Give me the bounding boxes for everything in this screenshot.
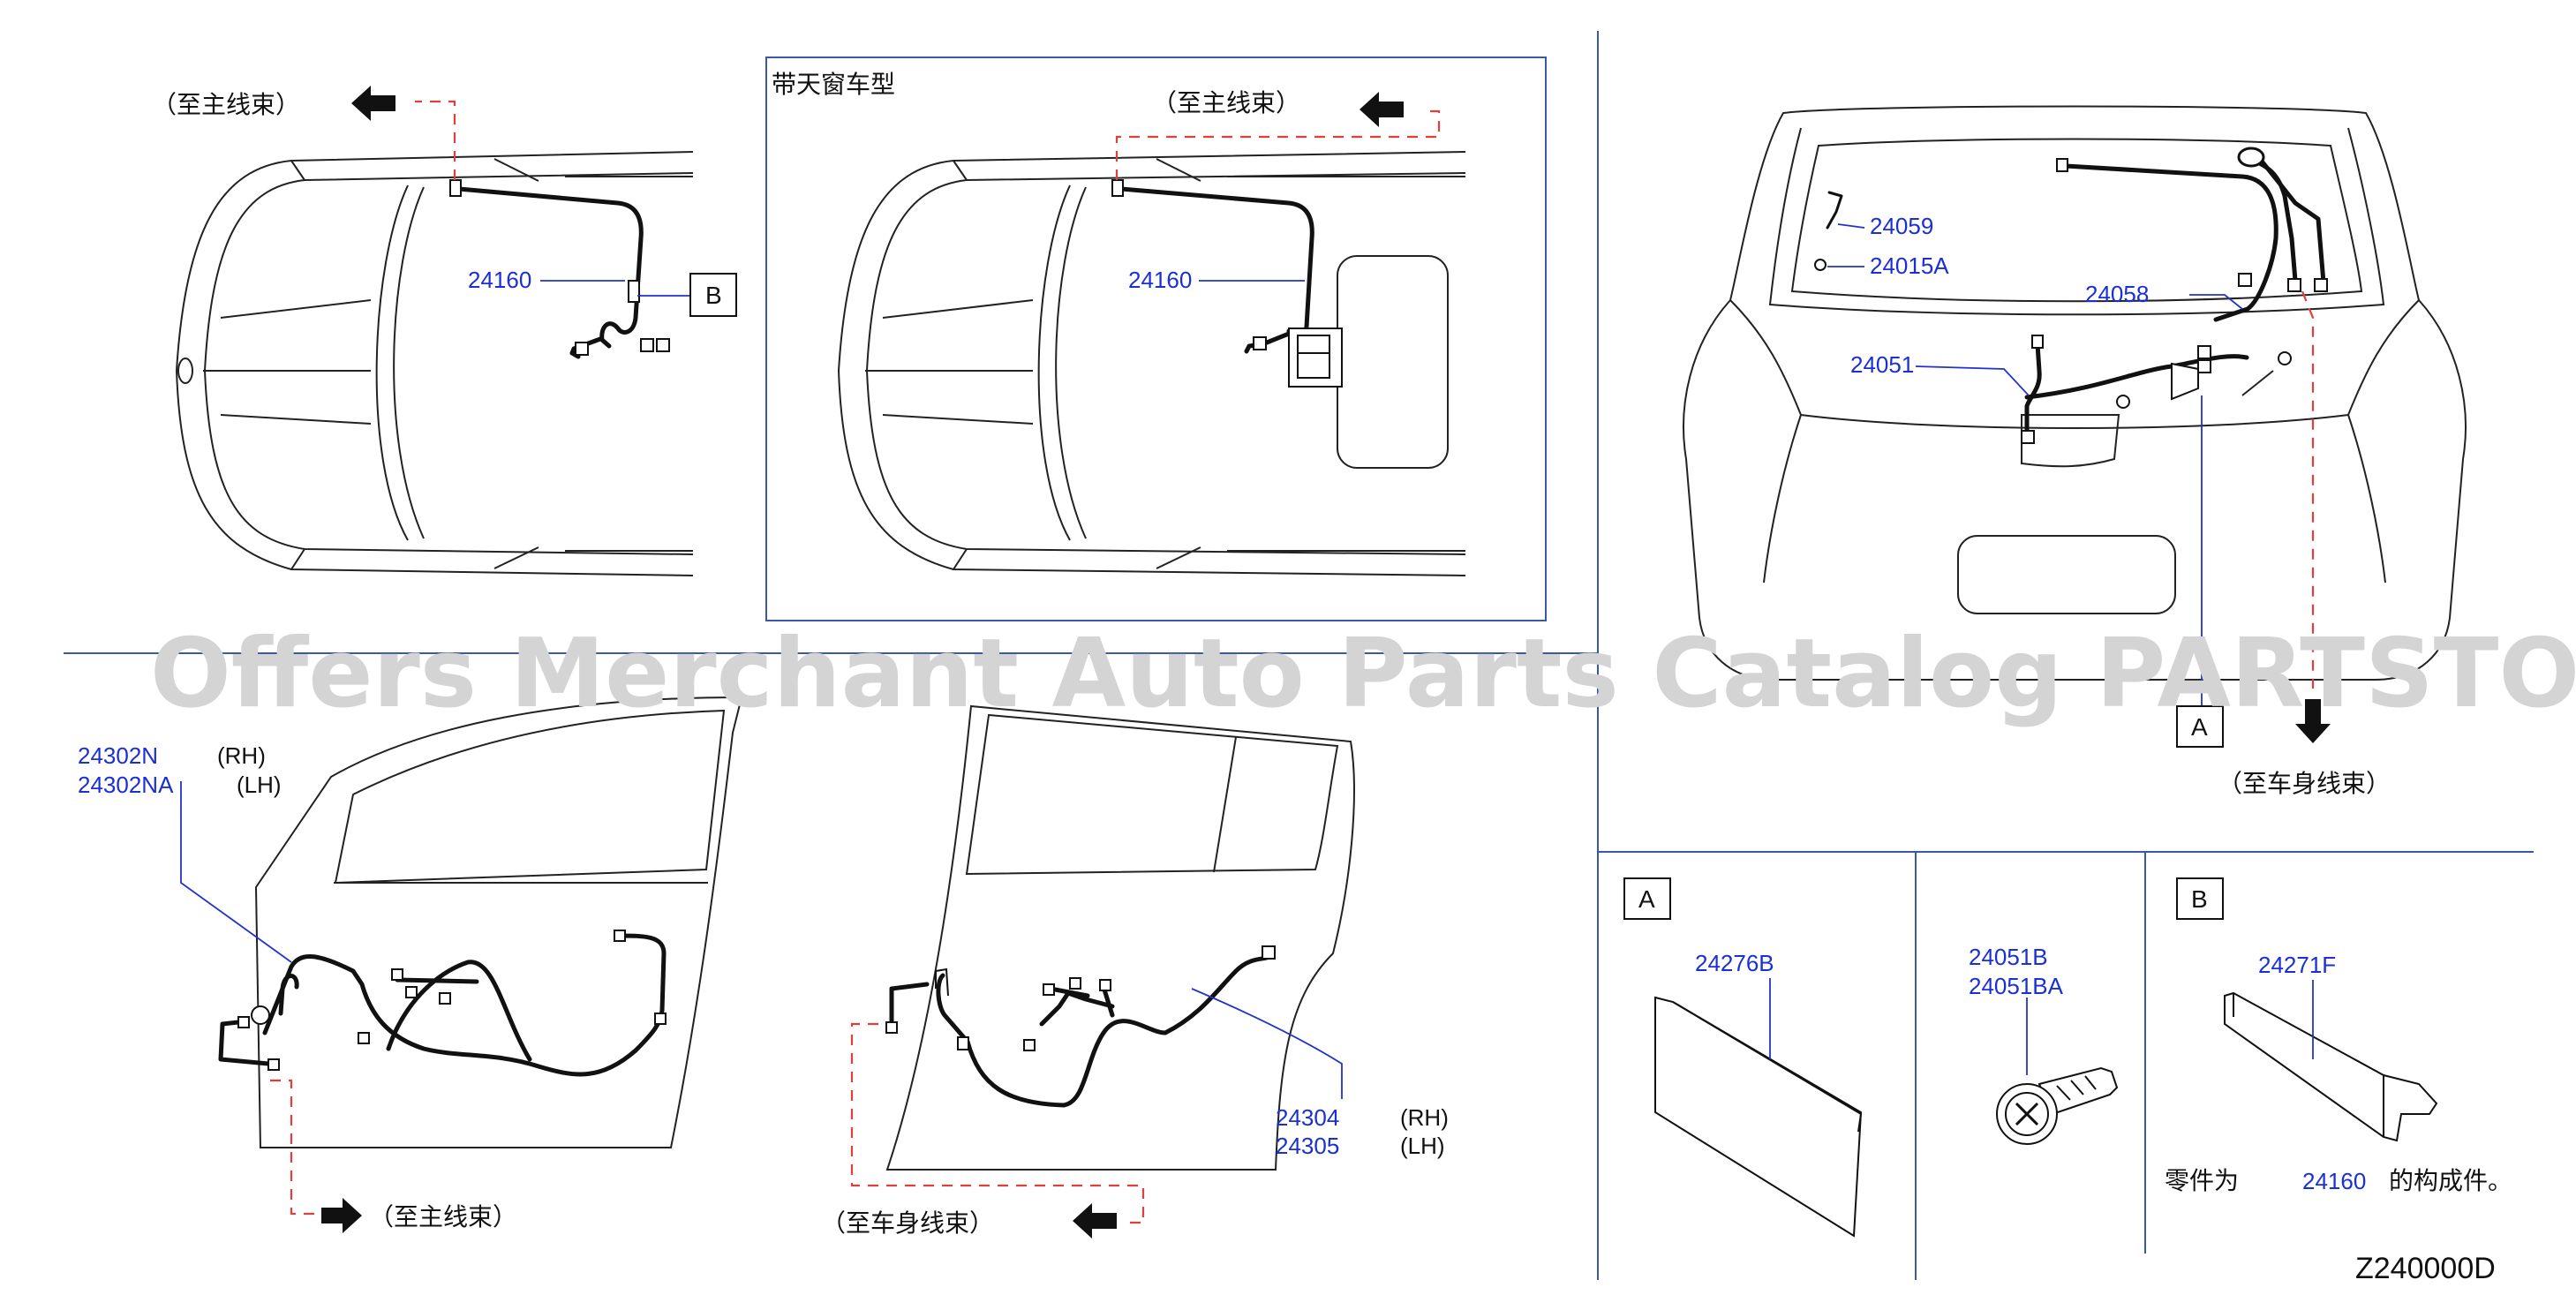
to-main-harness-label-door: （至主线束） xyxy=(369,1202,517,1231)
right-arrow-icon xyxy=(321,1198,362,1233)
section-dividers xyxy=(64,31,2534,1280)
side-lh-label: (LH) xyxy=(237,772,282,798)
panel-tailgate: 24059 24015A 24058 24051 A （至车身线束） xyxy=(1683,105,2467,798)
part-number-24051ba: 24051BA xyxy=(1969,973,2064,999)
note-prefix: 零件为 xyxy=(2165,1166,2239,1195)
detail-clip: 24051B 24051BA xyxy=(1969,944,2119,1145)
side-lh-label-rear: (LH) xyxy=(1400,1133,1445,1159)
part-number-24271f: 24271F xyxy=(2258,952,2336,978)
sunroof-model-label: 带天窗车型 xyxy=(772,70,895,99)
part-number-24305: 24305 xyxy=(1276,1133,1339,1159)
to-main-harness-label-sunroof: （至主线束） xyxy=(1152,88,1300,117)
note-suffix: 的构成件。 xyxy=(2389,1166,2512,1195)
callout-a-marker: A xyxy=(2191,713,2208,741)
side-rh-label: (RH) xyxy=(217,742,266,769)
part-number-24051: 24051 xyxy=(1850,351,1914,378)
watermark: Offers Merchant Auto Parts Catalog PARTS… xyxy=(150,619,2576,729)
part-number-24304: 24304 xyxy=(1276,1104,1339,1131)
detail-a: A 24276B xyxy=(1623,877,1863,1238)
to-main-harness-label: （至主线束） xyxy=(152,90,300,119)
panel-front-door: 24302N 24302NA (RH) (LH) （至主线束） xyxy=(78,696,743,1233)
part-number-24059: 24059 xyxy=(1870,213,1933,239)
panel-roof-sunroof: 带天窗车型 24160 （至主线束） xyxy=(765,56,1547,621)
part-number-24276b: 24276B xyxy=(1695,950,1774,976)
part-number-24160: 24160 xyxy=(468,267,531,293)
part-number-24015a: 24015A xyxy=(1870,252,1949,279)
callout-b-marker: B xyxy=(705,282,722,309)
part-number-24051b: 24051B xyxy=(1969,944,2048,970)
detail-b: B 24271F 零件为 24160 的构成件。 xyxy=(2165,877,2512,1195)
part-number-24058: 24058 xyxy=(2085,281,2149,307)
left-arrow-icon xyxy=(1073,1203,1117,1238)
diagram-code: Z240000D xyxy=(2355,1252,2496,1285)
part-number-24160-sunroof: 24160 xyxy=(1128,267,1192,293)
to-body-harness-label: （至车身线束） xyxy=(2218,769,2391,798)
part-number-24302na: 24302NA xyxy=(78,772,174,798)
detail-b-marker: B xyxy=(2191,885,2208,913)
panel-roof-standard: 24160 B （至主线束） xyxy=(152,86,737,576)
panel-rear-door: 24304 24305 (RH) (LH) （至车身线束） xyxy=(821,704,1449,1238)
left-arrow-icon xyxy=(1360,92,1404,127)
detail-a-marker: A xyxy=(1638,885,1655,913)
side-rh-label-rear: (RH) xyxy=(1400,1104,1449,1131)
left-arrow-icon xyxy=(351,86,395,121)
to-body-harness-label-rear-door: （至车身线束） xyxy=(821,1208,994,1238)
part-number-24302n: 24302N xyxy=(78,742,158,769)
down-arrow-icon xyxy=(2295,699,2331,743)
note-part-number: 24160 xyxy=(2302,1168,2366,1194)
